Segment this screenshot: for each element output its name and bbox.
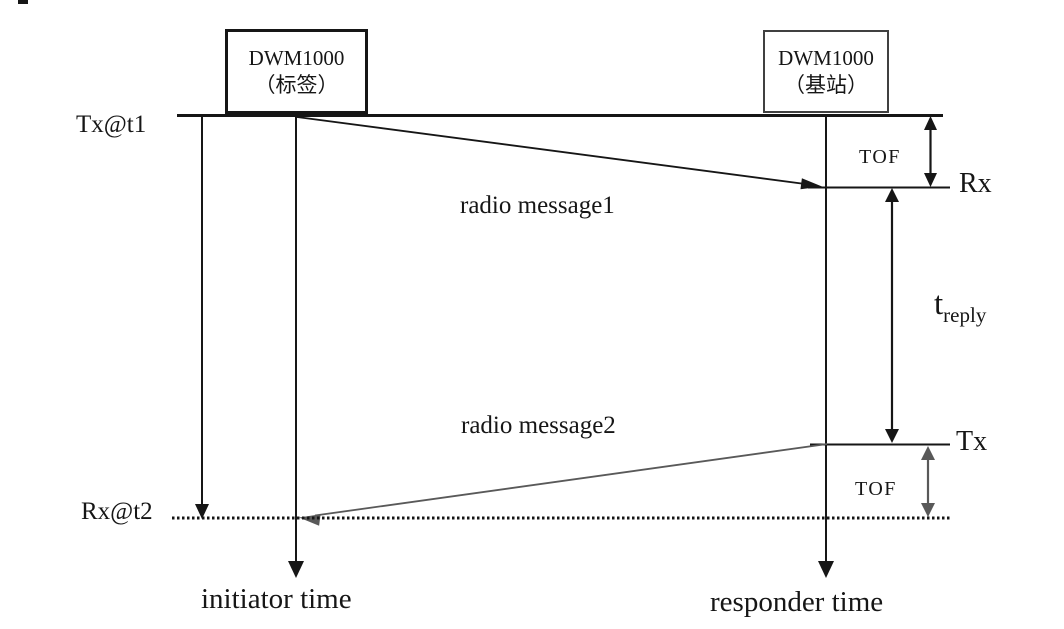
anchor-box-title: DWM1000 [778, 46, 874, 71]
tx-t1-label: Tx@t1 [76, 111, 147, 138]
anchor-device-box: DWM1000 （基站） [763, 30, 889, 113]
responder-time-label: responder time [710, 586, 884, 618]
tag-box-title: DWM1000 [248, 46, 345, 71]
arrowhead-up-icon [924, 116, 937, 130]
radio-message2-label: radio message2 [461, 412, 616, 439]
t-reply-label: treply [934, 286, 986, 327]
initiator-t2-arrow [195, 116, 209, 519]
arrowhead-right-icon [800, 178, 822, 190]
radio-message1-label: radio message1 [460, 192, 615, 219]
tag-box-subtitle: （标签） [254, 72, 339, 97]
t-reply-double-arrow [885, 188, 899, 443]
anchor-box-subtitle: （基站） [784, 72, 868, 97]
initiator-time-axis [288, 116, 304, 578]
rx-t2-label: Rx@t2 [81, 498, 153, 525]
tx-label: Tx [956, 426, 988, 457]
tof-top-label: TOF [859, 146, 901, 168]
arrowhead-down-icon [818, 561, 834, 578]
radio-message2-arrow [299, 443, 828, 526]
arrowhead-down-icon [924, 173, 937, 187]
tag-device-box: DWM1000 （标签） [225, 29, 368, 114]
tof-bottom-label: TOF [855, 478, 897, 500]
initiator-time-label: initiator time [201, 583, 352, 615]
tof-bottom-double-arrow [921, 446, 935, 517]
arrowhead-down-icon [921, 503, 935, 517]
arrowhead-up-icon [921, 446, 935, 460]
arrowhead-up-icon [885, 188, 899, 202]
arrowhead-down-icon [885, 429, 899, 443]
radio-message1-arrow [296, 116, 822, 190]
arrowhead-down-icon [195, 504, 209, 519]
rx-label: Rx [959, 168, 992, 199]
responder-time-axis [818, 114, 834, 578]
t-reply-subscript: reply [943, 303, 987, 327]
corner-artifact-mark [18, 0, 28, 4]
t-reply-base: t [934, 286, 944, 322]
tof-top-double-arrow [924, 116, 937, 187]
arrowhead-down-icon [288, 561, 304, 578]
